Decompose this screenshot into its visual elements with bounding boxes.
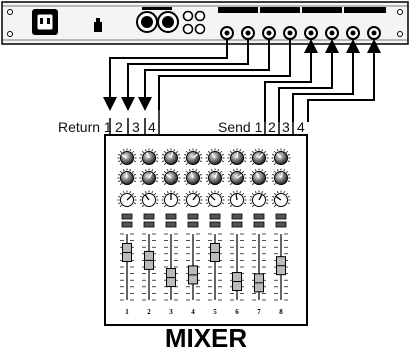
return-cable-2 [121,40,249,111]
channel-number: 1 [125,308,129,316]
solo-button-icon [143,221,155,228]
label-separators [109,110,294,135]
return-channel-3: 3 [132,119,140,135]
return-label: Return 1 [58,119,112,135]
mute-button-icon [231,213,243,220]
send-channel-2: 2 [268,119,276,135]
send-channel-4: 4 [297,119,305,135]
xlr-connectors [136,7,179,33]
mute-button-icon [121,213,133,220]
channel-number: 8 [279,308,283,316]
return-channel-4: 4 [148,119,156,135]
return-cables [103,40,291,111]
mixer-title: MIXER [164,323,248,353]
quad-connector-icon [182,10,206,35]
mixer-channel-strips: 1 2 3 4 5 6 7 8 [117,148,291,316]
rack-unit [1,1,409,45]
ground-switch-icon [94,18,102,32]
solo-button-icon [231,221,243,228]
mute-button-icon [187,213,199,220]
mute-button-icon [275,213,287,220]
mixer-body [104,134,308,326]
solo-button-icon [253,221,265,228]
mute-button-icon [143,213,155,220]
channel-number: 2 [147,308,151,316]
channel-number: 6 [235,308,239,316]
power-inlet-icon [32,9,58,35]
channel-number: 5 [213,308,217,316]
solo-button-icon [121,221,133,228]
mute-button-icon [253,213,265,220]
channel-number: 7 [257,308,261,316]
send-label: Send 1 [218,119,263,135]
send-cables [264,39,381,122]
send-channel-3: 3 [282,119,290,135]
solo-button-icon [165,221,177,228]
jack-sockets [220,26,381,40]
mute-button-icon [165,213,177,220]
send-cable-1 [264,39,318,122]
send-cable-2 [278,39,339,122]
return-cable-4 [158,40,291,110]
return-cable-3 [138,40,270,111]
solo-button-icon [187,221,199,228]
solo-button-icon [275,221,287,228]
solo-button-icon [209,221,221,228]
return-channel-2: 2 [115,119,123,135]
return-cable-1 [103,40,228,111]
send-cable-3 [292,39,360,122]
send-cable-4 [307,39,381,122]
mute-button-icon [209,213,221,220]
channel-number: 3 [169,308,173,316]
channel-number: 4 [191,308,195,316]
